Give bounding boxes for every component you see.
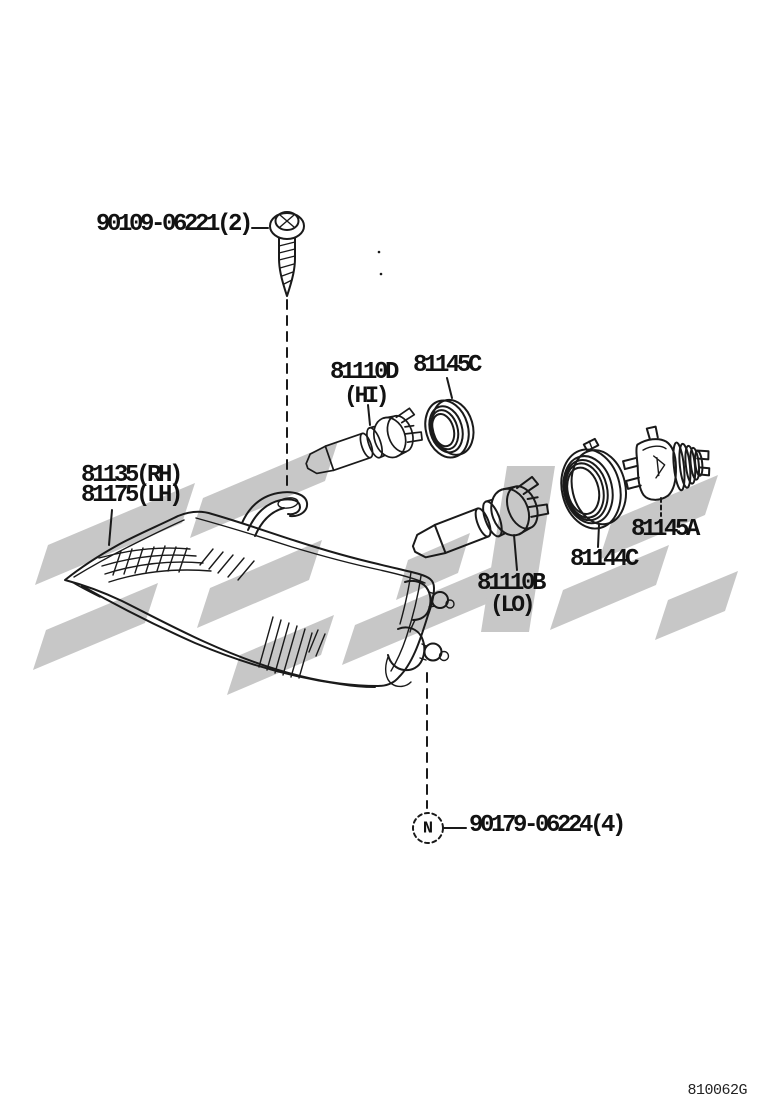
label-hi-beam: (HI)	[344, 383, 390, 409]
hi-gasket-art	[424, 398, 475, 459]
part-label-screw[interactable]: 90109-06221(2)	[96, 211, 253, 238]
leader-lines	[108, 377, 662, 571]
hi-bulb-art	[299, 406, 428, 487]
part-label-bulb-hi[interactable]: 81110D	[330, 359, 399, 386]
figure-code: 810062G	[687, 1082, 747, 1099]
part-label-retainer-lo[interactable]: 81144C	[570, 546, 639, 573]
part-label-headlamp-rh[interactable]: 81135(RH)	[81, 462, 183, 489]
nut-symbol: N	[422, 819, 434, 839]
socket-cover-art	[622, 425, 711, 501]
label-lo-beam: (LO)	[490, 592, 536, 618]
part-label-socket-cover[interactable]: 81145A	[631, 516, 700, 543]
screw-art	[269, 211, 305, 297]
part-label-headlamp-lh[interactable]: 81175(LH)	[81, 482, 183, 509]
headlamp-unit-art	[64, 491, 455, 688]
lo-retainer-art	[560, 437, 627, 530]
part-label-bulb-lo[interactable]: 81110B	[477, 570, 546, 597]
part-label-gasket-hi[interactable]: 81145C	[413, 352, 482, 379]
part-label-nut[interactable]: 90179-06224(4)	[469, 812, 626, 839]
